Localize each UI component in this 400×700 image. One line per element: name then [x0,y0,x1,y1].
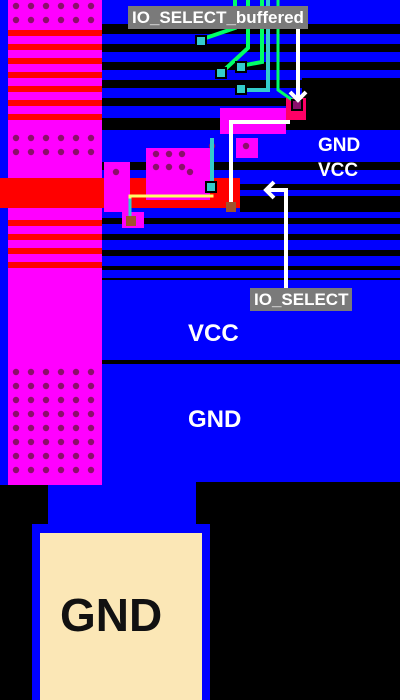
via-dot [27,466,35,474]
label-vcc-net: VCC [318,160,359,181]
via-dot [186,168,194,176]
via-dot [57,396,65,404]
via-dot [87,452,95,460]
via-dot [72,410,80,418]
annotation-arrows [263,28,308,290]
via-dot [42,396,50,404]
via-dot [27,424,35,432]
label-io-select-buffered: IO_SELECT_buffered [128,6,308,29]
via-dot [72,452,80,460]
label-gnd-net: GND [318,135,361,156]
via-dot [57,466,65,474]
via-dot [27,16,35,24]
via-dot [12,134,20,142]
via-dot [87,134,95,142]
via-dot [12,466,20,474]
via-dot [42,148,50,156]
via-dot [42,16,50,24]
via-dot [12,410,20,418]
via-dot [12,2,20,10]
via-dot [87,148,95,156]
via-dot [27,382,35,390]
via-dot [57,148,65,156]
via-dot [87,382,95,390]
via-dot [87,16,95,24]
via-dot [112,168,120,176]
via-dot [87,396,95,404]
via-dot [87,2,95,10]
label-gnd-pad: GND [60,589,163,641]
via-dot [27,148,35,156]
via-dot [42,134,50,142]
via-dot [42,452,50,460]
via-dot [57,424,65,432]
via-dot [42,382,50,390]
arrow-head-io-select-buffered [288,90,308,103]
via-dot [12,382,20,390]
via-dot [152,163,160,171]
via-dot [57,452,65,460]
via-dot [72,382,80,390]
label-vcc-rail: VCC [188,320,239,347]
via-dot [57,438,65,446]
via-dot [57,410,65,418]
via-dot [42,368,50,376]
via-dot [27,410,35,418]
via-dot [42,424,50,432]
via-dot [87,368,95,376]
via-dot [57,16,65,24]
via-dot [72,396,80,404]
via-dot [12,452,20,460]
via-dot [87,438,95,446]
rail-gap [0,360,400,364]
via-dot [72,438,80,446]
via-dot [42,410,50,418]
via-dot [27,134,35,142]
via-dot [57,134,65,142]
magenta-column [8,0,102,485]
via-dot [42,438,50,446]
via-dot [72,368,80,376]
via-dot [57,368,65,376]
via-dot [72,148,80,156]
via-dot [42,466,50,474]
via-dot [165,163,173,171]
via-dot [27,438,35,446]
via-dot [72,2,80,10]
via-dot [12,16,20,24]
via-dot [12,148,20,156]
via-dot [12,438,20,446]
arrow-head-io-select [263,180,276,200]
pad-stub [48,482,196,530]
via-dot [165,150,173,158]
via-dot [87,466,95,474]
via-dot [72,466,80,474]
via-dot [178,163,186,171]
via-dot [178,150,186,158]
via-dot [27,452,35,460]
arrow-io-select [266,188,288,290]
via-dot [72,424,80,432]
via-dot [87,410,95,418]
label-gnd-rail: GND [188,406,242,433]
via-dot [27,368,35,376]
label-io-select: IO_SELECT [250,288,353,311]
via-dot [72,16,80,24]
via-dot [42,2,50,10]
via-dot [57,382,65,390]
via-dot [242,142,250,150]
contacts [126,35,303,226]
via-dot [72,134,80,142]
via-dot [27,2,35,10]
via-dot [27,396,35,404]
via-dot [12,424,20,432]
via-dot [12,396,20,404]
via-dot [152,150,160,158]
via-dot [57,2,65,10]
bond-pad [40,533,202,700]
via-dot [87,424,95,432]
via-dot [12,368,20,376]
